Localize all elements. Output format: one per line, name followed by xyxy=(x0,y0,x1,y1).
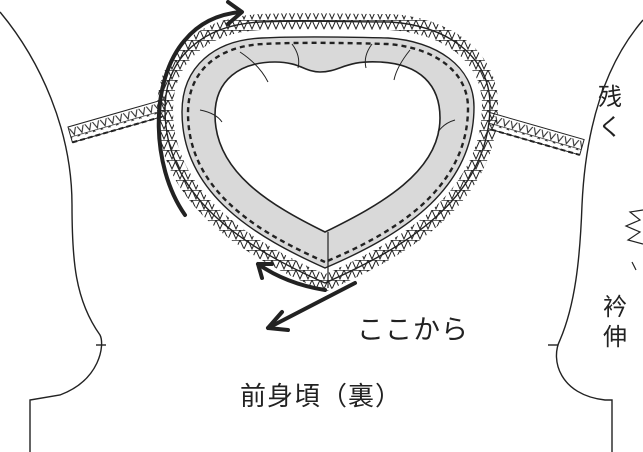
burst-icon xyxy=(624,209,643,271)
clockwise-arrow-icon xyxy=(156,0,244,217)
neck-facing xyxy=(156,13,499,292)
start-here-label: ここから xyxy=(357,315,469,346)
garment-outline xyxy=(0,11,643,452)
right-armhole-line xyxy=(555,19,643,452)
along-edge-arrow-icon xyxy=(256,262,327,292)
front-body-label: 前身頃（裏） xyxy=(240,382,403,412)
edge-text-bottom: 衿 伸 xyxy=(603,292,627,352)
facing-serge-band xyxy=(156,13,499,292)
edge-text-bottom-2: 伸 xyxy=(603,323,627,351)
left-armhole-line xyxy=(0,11,103,452)
shoulder-tapes xyxy=(67,98,585,156)
edge-text-top: 残 く xyxy=(598,82,622,142)
down-left-arrow-icon xyxy=(266,281,357,332)
edge-text-top-1: 残 xyxy=(598,83,622,111)
facing-stitch-line xyxy=(186,41,470,264)
edge-text-top-2: く xyxy=(598,113,622,141)
left-shoulder-tape xyxy=(67,98,170,144)
edge-text-bottom-1: 衿 xyxy=(603,293,627,321)
neck-opening xyxy=(214,61,441,233)
right-shoulder-tape xyxy=(482,111,585,156)
